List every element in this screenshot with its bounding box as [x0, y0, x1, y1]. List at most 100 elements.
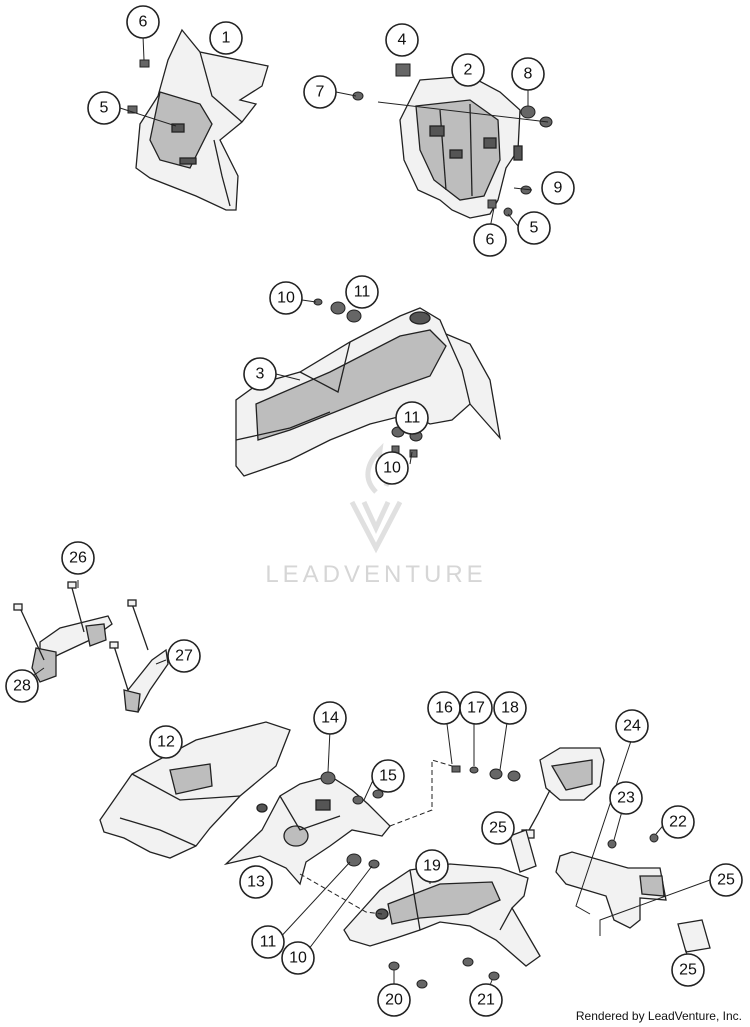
callout-11-top[interactable]: 11 — [345, 275, 379, 309]
screw-5-left — [127, 105, 138, 114]
callout-8[interactable]: 8 — [511, 57, 545, 91]
svg-text:13: 13 — [247, 874, 265, 891]
svg-text:14: 14 — [321, 710, 339, 727]
callout-26[interactable]: 26 — [61, 541, 95, 575]
callout-17[interactable]: 17 — [459, 691, 493, 725]
svg-text:25: 25 — [489, 820, 507, 837]
svg-text:17: 17 — [467, 700, 485, 717]
nut-18b — [507, 770, 521, 782]
callout-21[interactable]: 21 — [469, 983, 503, 1017]
clip-6-bracket — [487, 199, 497, 209]
grommet-11-top — [330, 301, 346, 315]
svg-text:10: 10 — [289, 950, 307, 967]
clip-4 — [395, 63, 411, 77]
callout-14[interactable]: 14 — [313, 701, 347, 735]
callout-22[interactable]: 22 — [661, 805, 695, 839]
callout-25-left[interactable]: 25 — [481, 811, 515, 845]
callout-6-top[interactable]: 6 — [126, 5, 160, 39]
callout-10-mid[interactable]: 10 — [375, 451, 409, 485]
callout-11-mid[interactable]: 11 — [395, 401, 429, 435]
svg-text:20: 20 — [385, 992, 403, 1009]
svg-text:19: 19 — [423, 858, 441, 875]
svg-text:3: 3 — [256, 366, 265, 383]
rear-frame-mount[interactable] — [223, 775, 391, 886]
svg-text:21: 21 — [477, 992, 495, 1009]
svg-text:10: 10 — [277, 290, 295, 307]
rear-fender[interactable] — [343, 863, 541, 967]
svg-text:11: 11 — [354, 284, 371, 301]
screw-16 — [451, 765, 461, 773]
screw-20b — [416, 979, 428, 989]
screw-15 — [352, 795, 364, 805]
svg-text:11: 11 — [260, 934, 277, 951]
callout-13[interactable]: 13 — [239, 865, 273, 899]
callout-19[interactable]: 19 — [415, 849, 449, 883]
screw-15b — [372, 789, 384, 799]
callout-2[interactable]: 2 — [451, 53, 485, 87]
callout-16[interactable]: 16 — [427, 691, 461, 725]
spring-14 — [320, 771, 336, 785]
svg-text:11: 11 — [404, 410, 421, 427]
spoiler-bracket-upper[interactable] — [13, 581, 113, 683]
callout-15[interactable]: 15 — [371, 759, 405, 793]
svg-text:10: 10 — [383, 460, 401, 477]
screw-22 — [649, 833, 659, 843]
svg-text:28: 28 — [13, 678, 31, 695]
callout-10-low[interactable]: 10 — [281, 941, 315, 975]
callout-20[interactable]: 20 — [377, 983, 411, 1017]
watermark: LEADVENTURE — [265, 442, 483, 588]
rear-side-cover[interactable] — [99, 721, 291, 859]
svg-text:23: 23 — [617, 790, 635, 807]
callout-7[interactable]: 7 — [303, 75, 337, 109]
screw-20 — [388, 961, 400, 971]
callout-5-left[interactable]: 5 — [87, 91, 121, 125]
svg-text:6: 6 — [139, 14, 148, 31]
spoiler-bracket-lower[interactable] — [109, 599, 169, 713]
callout-28[interactable]: 28 — [5, 669, 39, 703]
callout-18[interactable]: 18 — [493, 691, 527, 725]
callout-23[interactable]: 23 — [609, 781, 643, 815]
svg-text:7: 7 — [316, 84, 325, 101]
screw-6-top — [139, 59, 150, 68]
callout-25-right[interactable]: 25 — [709, 863, 743, 897]
svg-text:18: 18 — [501, 700, 519, 717]
svg-text:2: 2 — [464, 62, 473, 79]
svg-text:22: 22 — [669, 814, 687, 831]
svg-text:4: 4 — [398, 32, 407, 49]
callout-3[interactable]: 3 — [243, 357, 277, 391]
callout-4[interactable]: 4 — [385, 23, 419, 57]
headlight-mask[interactable] — [135, 28, 269, 211]
svg-text:5: 5 — [100, 100, 109, 117]
fasteners — [127, 59, 659, 989]
callout-25-bottom[interactable]: 25 — [671, 953, 705, 987]
callout-27[interactable]: 27 — [167, 639, 201, 673]
license-plate-bracket[interactable] — [509, 829, 711, 953]
screw-21b — [462, 957, 474, 967]
render-credit: Rendered by LeadVenture, Inc. — [576, 1009, 742, 1023]
callout-24[interactable]: 24 — [615, 709, 649, 743]
screw-10-low — [368, 859, 380, 869]
nut-18 — [489, 768, 503, 780]
callout-10-top[interactable]: 10 — [269, 281, 303, 315]
callout-1[interactable]: 1 — [209, 21, 243, 55]
callout-9[interactable]: 9 — [541, 171, 575, 205]
callout-5-right[interactable]: 5 — [517, 211, 551, 245]
svg-text:26: 26 — [69, 550, 87, 567]
callout-6-bracket[interactable]: 6 — [473, 223, 507, 257]
svg-text:25: 25 — [717, 872, 735, 889]
grommet-11-low — [346, 853, 362, 867]
svg-text:9: 9 — [554, 180, 563, 197]
svg-text:8: 8 — [524, 66, 533, 83]
callouts: 1 2 3 4 5 5 6 6 7 8 9 10 10 10 11 11 11 … — [5, 5, 743, 1017]
grommet-11-topb — [346, 309, 362, 323]
front-fender[interactable] — [235, 307, 502, 477]
tail-light[interactable] — [521, 747, 605, 839]
svg-text:12: 12 — [157, 734, 175, 751]
screw-10-midb — [409, 449, 418, 458]
svg-text:5: 5 — [530, 220, 539, 237]
callout-11-low[interactable]: 11 — [251, 925, 285, 959]
headlight-bracket[interactable] — [399, 75, 523, 219]
svg-text:24: 24 — [623, 718, 641, 735]
callout-12[interactable]: 12 — [149, 725, 183, 759]
